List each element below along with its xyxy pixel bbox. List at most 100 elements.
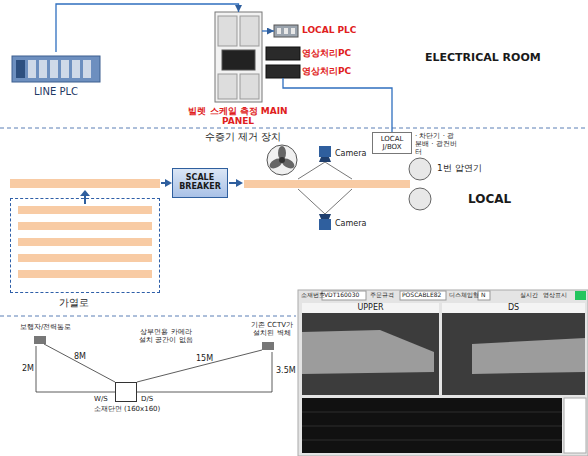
billet-image — [302, 330, 434, 374]
image-pc: 영상처리PC — [266, 65, 300, 78]
image-pc: 영상처리PC — [266, 47, 300, 60]
dimension-line — [36, 346, 37, 392]
node-text: SCALE BREAKER — [173, 173, 227, 191]
flow-arrow — [229, 182, 237, 184]
node-text: 수증기 제거 장치 — [205, 131, 281, 143]
node-text: Camera — [335, 219, 366, 228]
steam-remover: 수증기 제거 장치 — [267, 145, 297, 175]
text-label: N — [481, 292, 486, 299]
cabinet-door — [218, 74, 237, 99]
image-panel — [302, 313, 439, 395]
status-lamp — [575, 291, 586, 300]
plc-module — [83, 60, 91, 78]
text-label: DS — [442, 303, 585, 312]
node-text: LINE PLC — [34, 86, 78, 98]
text-label: POSCABLE82 — [402, 292, 441, 299]
text-label: 기존 CCTV가 설치된 벽체 — [248, 321, 296, 337]
image-panel — [442, 313, 585, 395]
billet-bar — [18, 222, 152, 230]
node-text: · 차단기 · 광분배 · 광컨버터 — [415, 132, 457, 156]
text-label: 2M — [22, 364, 34, 373]
billet-bar — [244, 180, 410, 188]
fan-hub — [279, 157, 285, 163]
room-divider — [0, 128, 588, 129]
cabinet-door — [218, 16, 237, 46]
plc-module — [277, 28, 281, 34]
dimension-line — [272, 352, 273, 392]
cabinet-monitor — [222, 50, 255, 70]
billet-bar — [18, 254, 152, 262]
mill-roll — [409, 188, 431, 210]
billet-image — [472, 338, 585, 374]
field-box — [478, 291, 490, 300]
billet-bar — [18, 206, 152, 214]
view-line — [298, 189, 325, 214]
camera-icon — [262, 342, 274, 350]
connector-line — [262, 30, 274, 31]
arrow-head — [80, 190, 90, 196]
plc-module — [284, 28, 288, 34]
text-label: LOCAL — [468, 193, 511, 207]
text-label: 보행자/전력통로 — [20, 323, 71, 331]
chart-grid — [302, 412, 562, 413]
node-text: 소재단면 (160x160) — [92, 405, 162, 413]
fan-housing — [267, 145, 297, 175]
screen-window — [298, 290, 588, 456]
plc-module — [28, 60, 36, 78]
text-label: W/S — [94, 395, 108, 403]
text-label: 디스체임형 — [449, 292, 479, 299]
billet-section: 소재단면 (160x160) — [115, 382, 137, 402]
main-panel: 빌렛 스케일 측정 MAIN PANEL — [215, 12, 262, 102]
chart-legend-box — [564, 398, 586, 453]
local-plc: LOCAL PLC — [274, 25, 298, 37]
section-divider — [0, 316, 296, 317]
node-text: 빌렛 스케일 측정 MAIN PANEL — [178, 106, 298, 127]
flow-arrow — [84, 195, 86, 204]
plc-module — [16, 60, 25, 78]
node-text: 1번 압연기 — [437, 163, 482, 173]
process-box: SCALE BREAKER — [172, 168, 228, 198]
text-label: 8M — [74, 352, 86, 361]
node-text: LOCAL J/BOX — [373, 135, 411, 151]
plc-module — [39, 60, 47, 78]
view-line — [325, 162, 352, 179]
text-label: D/S — [141, 395, 153, 403]
camera-icon — [34, 336, 46, 344]
text-label: 주문규격 — [370, 292, 394, 299]
camera-lens — [319, 157, 331, 162]
text-label: ELECTRICAL ROOM — [425, 52, 541, 65]
cabinet-door — [240, 74, 259, 99]
junction-box: LOCAL J/BOX· 차단기 · 광분배 · 광컨버터 — [372, 132, 412, 154]
text-label: 소재번호 — [301, 292, 325, 299]
camera-lens — [319, 214, 331, 219]
node-text: Camera — [335, 149, 366, 158]
camera-icon: Camera — [318, 146, 332, 162]
local-plc-device — [274, 25, 298, 37]
plc-module — [291, 28, 295, 34]
text-label: 15M — [196, 354, 213, 363]
view-line — [325, 189, 352, 214]
chart-grid — [302, 426, 562, 427]
arrow-head — [236, 179, 243, 187]
chart-grid — [302, 440, 562, 441]
dimension-line — [36, 392, 115, 393]
camera-body — [319, 146, 331, 157]
plc-module — [50, 60, 58, 78]
sight-line — [137, 350, 262, 382]
text-label: UPPER — [302, 303, 439, 312]
text-label: 실시간 — [520, 292, 538, 299]
chart-area — [302, 398, 562, 453]
camera-body — [319, 219, 331, 230]
panel-header — [302, 303, 439, 313]
billet-bar — [10, 179, 160, 188]
text-label: 3.5M — [276, 366, 296, 375]
arrow-head — [165, 179, 172, 187]
field-box — [400, 291, 446, 300]
text-label: 상부면용 카메라 설치 공간이 없음 — [136, 328, 196, 344]
billet-bar — [18, 238, 152, 246]
connector-line — [283, 78, 392, 132]
furnace-box: 가열로 — [10, 198, 160, 293]
dimension-line — [137, 392, 272, 393]
cabinet-door — [240, 16, 259, 46]
plc-module — [72, 60, 80, 78]
